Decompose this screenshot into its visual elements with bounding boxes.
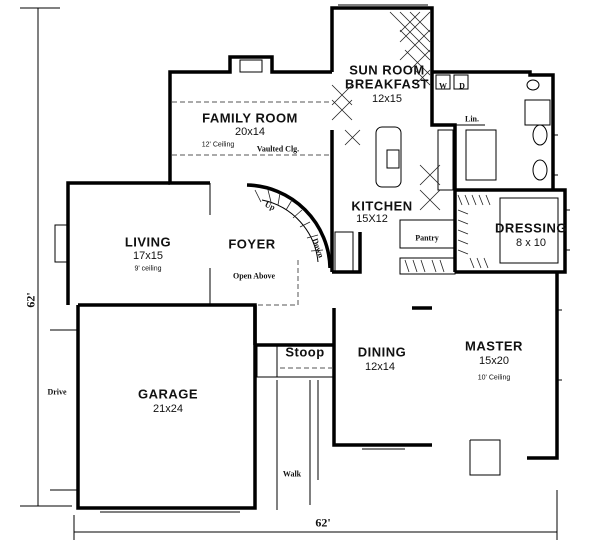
garage-size: 21x24 bbox=[153, 403, 183, 415]
living-size: 17x15 bbox=[133, 250, 163, 262]
foyer-label: FOYER bbox=[228, 236, 276, 252]
living-ceiling: 9' ceiling bbox=[134, 265, 162, 273]
drive-label: Drive bbox=[47, 387, 67, 397]
width-dimension: 62' bbox=[315, 515, 331, 530]
dressing-label: DRESSING bbox=[495, 220, 567, 236]
pantry-label: Pantry bbox=[415, 233, 439, 243]
sun-room-size: 12x15 bbox=[372, 93, 402, 105]
dining-walls bbox=[332, 306, 432, 450]
foyer-open-above: Open Above bbox=[232, 271, 276, 281]
washer-label: W bbox=[439, 81, 447, 91]
dryer-label: D bbox=[459, 81, 465, 91]
kitchen-label: KITCHEN bbox=[351, 198, 413, 214]
linen-label: Lin. bbox=[464, 114, 480, 124]
family-room-walls bbox=[168, 55, 332, 185]
family-room-ceiling: 12' Ceiling bbox=[201, 141, 235, 149]
garage-walls bbox=[50, 303, 257, 513]
dressing-walls bbox=[455, 188, 570, 274]
dimension-lines bbox=[20, 7, 558, 540]
kitchen-size: 15X12 bbox=[356, 213, 388, 225]
kitchen-walls bbox=[330, 100, 457, 275]
breakfast-label: BREAKFAST bbox=[345, 76, 429, 92]
living-walls bbox=[54, 181, 211, 305]
walk-label: Walk bbox=[282, 469, 302, 479]
living-label: LIVING bbox=[124, 234, 172, 250]
stoop-walk bbox=[253, 305, 333, 510]
dining-label: DINING bbox=[357, 344, 407, 360]
stoop-label: Stoop bbox=[285, 344, 325, 360]
master-walls bbox=[469, 272, 562, 476]
master-ceiling: 10' Ceiling bbox=[477, 374, 511, 382]
family-room-vaulted: Vaulted Clg. bbox=[256, 144, 300, 154]
dining-size: 12x14 bbox=[365, 361, 395, 373]
sun-room-label: SUN ROOM bbox=[349, 62, 425, 78]
depth-dimension: 62' bbox=[23, 292, 38, 308]
family-room-size: 20x14 bbox=[235, 126, 265, 138]
sun-room-walls bbox=[330, 4, 434, 121]
garage-label: GARAGE bbox=[137, 386, 199, 402]
dressing-size: 8 x 10 bbox=[516, 237, 546, 249]
family-room-label: FAMILY ROOM bbox=[202, 110, 298, 126]
master-bath-walls bbox=[432, 70, 558, 190]
master-label: MASTER bbox=[465, 338, 523, 354]
master-size: 15x20 bbox=[479, 355, 509, 367]
